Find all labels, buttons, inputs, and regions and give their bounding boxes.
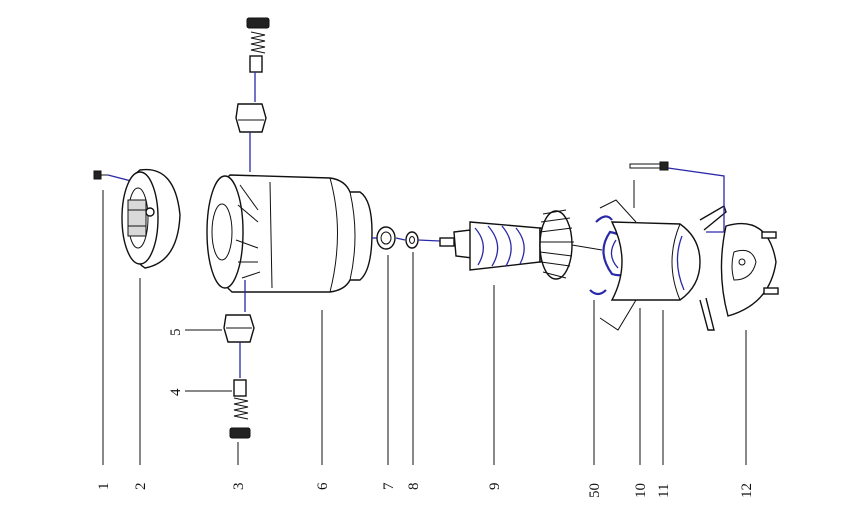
top-brush-cap: [246, 17, 270, 29]
part-8-washer: [405, 231, 441, 465]
part-9-armature: [439, 209, 603, 465]
part-12-end-plate: [720, 222, 779, 465]
part-50-lead-wire: [589, 215, 613, 465]
label-9: 9: [487, 483, 503, 491]
label-4: 4: [168, 388, 184, 396]
top-brush-assembly: [235, 17, 270, 172]
part-11-stator: [599, 199, 727, 465]
part-7-bearing: [372, 226, 406, 465]
label-6: 6: [315, 482, 331, 490]
label-8: 8: [406, 483, 422, 491]
label-1: 1: [96, 483, 112, 491]
label-2: 2: [133, 483, 149, 491]
top-brush-spring: [250, 31, 266, 54]
part-4-carbon-brush: [185, 379, 249, 420]
label-12: 12: [739, 483, 755, 498]
label-7: 7: [381, 482, 397, 490]
label-10: 10: [633, 483, 649, 498]
long-screw: [629, 161, 725, 233]
part-2-end-cap: [121, 168, 181, 465]
part-3-brush-cap: [229, 427, 251, 465]
label-11: 11: [656, 484, 672, 498]
top-brush-holder: [235, 103, 267, 133]
top-carbon-brush: [249, 55, 263, 73]
label-50: 50: [587, 483, 603, 498]
label-3: 3: [231, 483, 247, 491]
label-5: 5: [168, 329, 184, 337]
part-5-brush-holder: [185, 314, 255, 378]
part-6-motor-housing: [206, 174, 373, 465]
